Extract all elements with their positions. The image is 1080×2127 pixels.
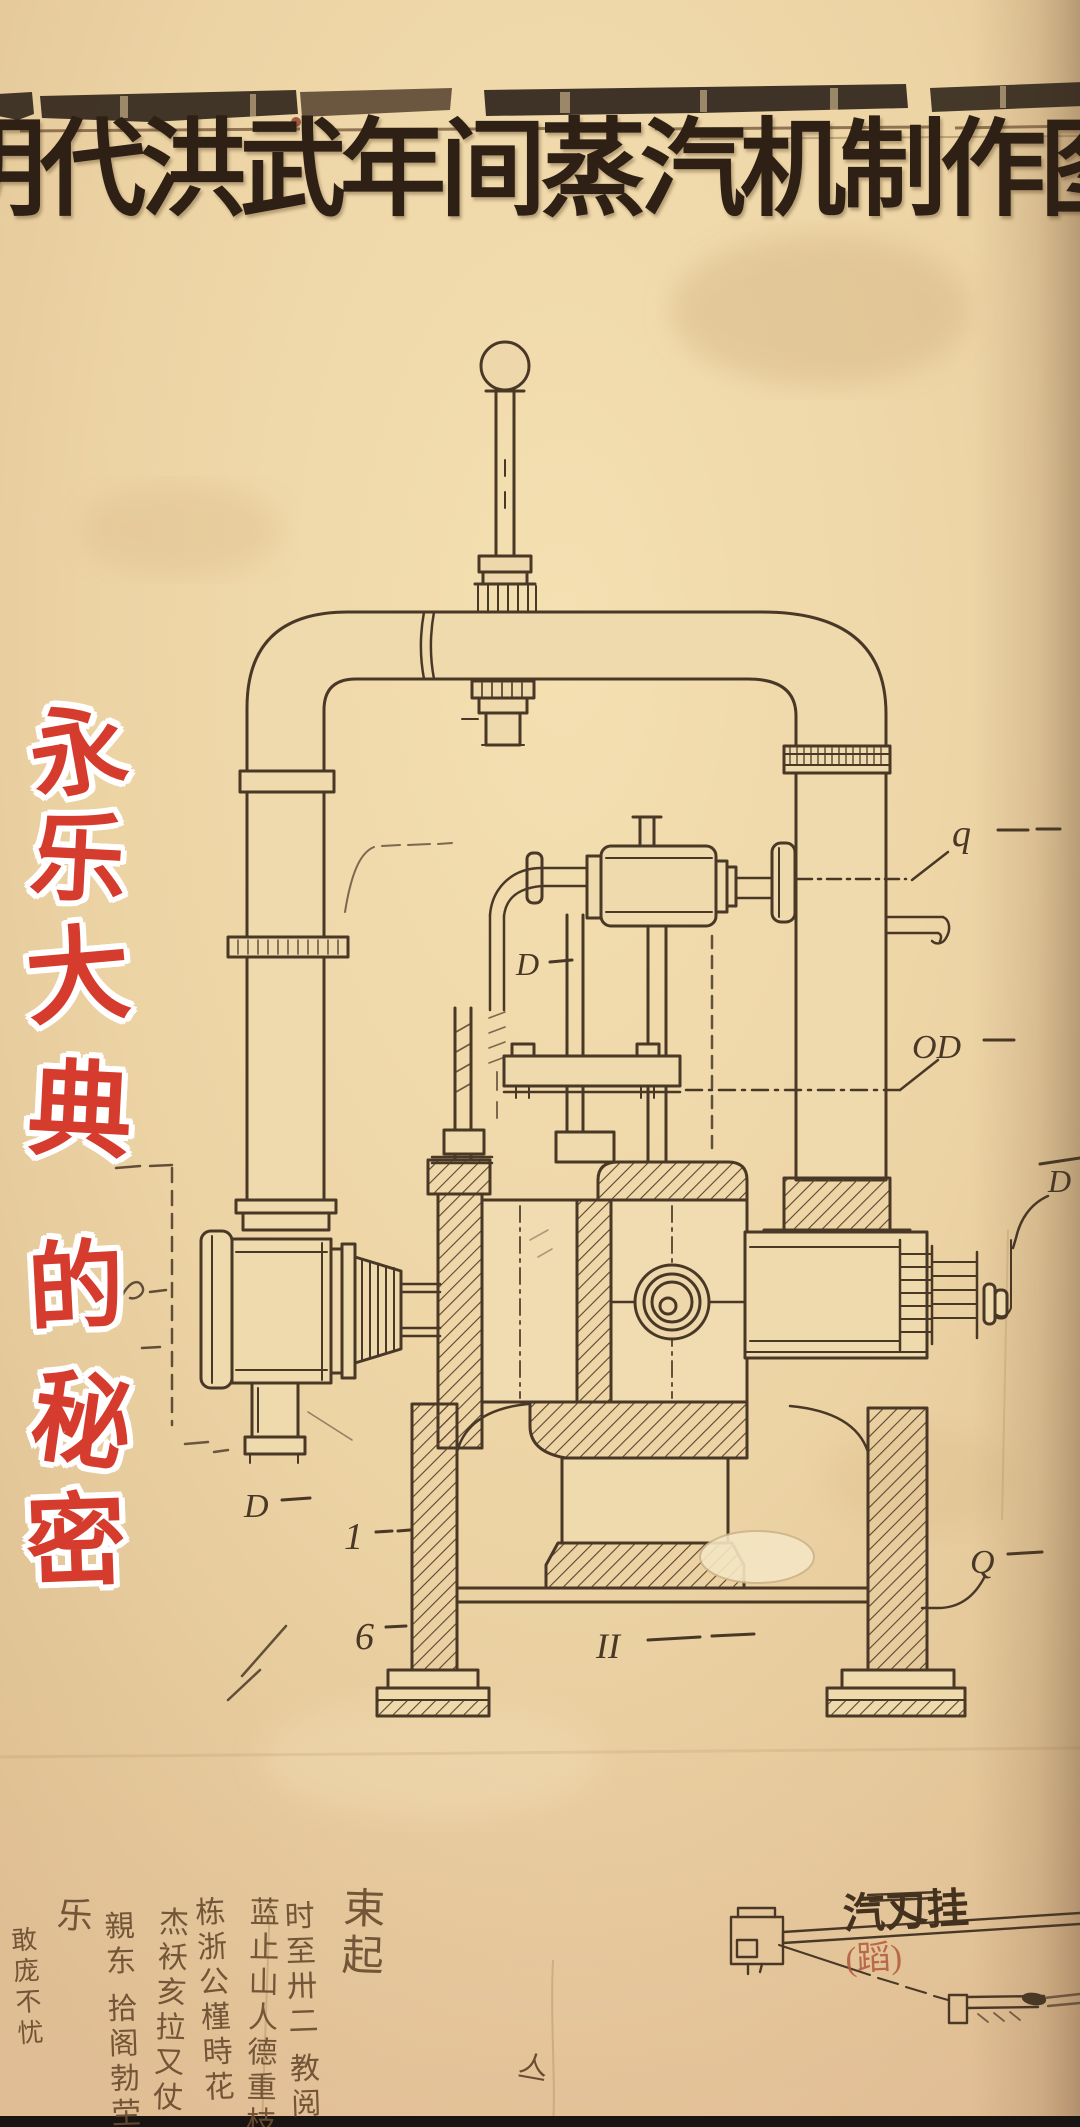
left-leader-lines xyxy=(114,1163,288,1702)
label-ii: II xyxy=(595,1626,622,1666)
label-d-edge: D xyxy=(1047,1163,1071,1199)
block-base xyxy=(528,1400,749,1460)
overlay-char-1: 永 xyxy=(21,691,135,814)
handwriting-column: 親东 拾阁勃茔 xyxy=(99,1909,140,2127)
label-q-lower: Q xyxy=(970,1544,995,1581)
cylinder-block xyxy=(426,1006,749,1460)
valve-stem-fitting xyxy=(461,679,536,747)
left-cylinder-assembly xyxy=(183,1229,442,1464)
handwriting-column: 束起 xyxy=(334,1885,384,1981)
leader-line xyxy=(1011,1194,1050,1250)
label-dashes xyxy=(280,827,1062,1642)
sketch-caption-note: (蹈) xyxy=(844,1938,903,1979)
label-1: 1 xyxy=(344,1516,363,1558)
overlay-char-3: 大 xyxy=(21,914,135,1040)
handwriting-column: 时至卅二 教阅 xyxy=(279,1899,320,2123)
steam-engine-diagram xyxy=(114,340,1080,2025)
diagram-labels: q OD D D D 1 6 II Q xyxy=(243,813,1071,1666)
torn-tape-strip xyxy=(0,82,1080,140)
label-od: OD xyxy=(912,1029,962,1066)
sketch-caption: 汽刄挂 (蹈) xyxy=(819,1846,972,1980)
piston-rods-and-plate xyxy=(502,913,940,1164)
label-d-lower-left: D xyxy=(243,1488,269,1525)
overlay-char-4: 典 xyxy=(25,1051,135,1173)
right-cylinder xyxy=(743,1156,1080,1360)
pedestal xyxy=(544,1456,746,1590)
ball-handle xyxy=(473,340,537,613)
handwriting-column: 杰袄亥拉又仗 xyxy=(147,1905,188,2117)
spar-sketch xyxy=(729,1890,1080,2025)
label-q-upper: q xyxy=(952,813,971,855)
frame-legs xyxy=(375,1402,967,1718)
main-steam-pipe xyxy=(226,610,888,1232)
label-6: 6 xyxy=(355,1616,374,1658)
block-top-cap xyxy=(596,1160,749,1202)
crossbar xyxy=(455,1586,870,1604)
red-ink-dot xyxy=(291,117,301,127)
handwriting-column: 乐 xyxy=(50,1894,94,1939)
paper-blot xyxy=(699,1530,815,1584)
video-title: 明代洪武年间蒸汽机制作图 xyxy=(0,112,1080,229)
overlay-char-6: 秘 xyxy=(24,1359,140,1485)
handwriting-column: 蓝止山人德重枝 xyxy=(240,1895,279,2127)
shaft-knob xyxy=(982,1282,997,1326)
pipe-flange-lower xyxy=(226,935,350,959)
overlay-char-5: 的 xyxy=(25,1231,127,1344)
pipe-flange-upper xyxy=(238,769,336,794)
pipe-seam xyxy=(419,610,436,681)
valve-chest xyxy=(585,815,797,928)
sketch-caption-text: 汽刄挂 xyxy=(841,1886,971,1939)
handwriting-mark: 亼 xyxy=(515,2049,551,2088)
overlay-char-2: 乐 xyxy=(27,803,129,916)
small-steam-pipe xyxy=(488,851,600,1119)
bottom-letterbox-bar xyxy=(0,2116,1080,2127)
label-d-pipe: D xyxy=(515,946,539,982)
overlay-char-7: 密 xyxy=(24,1484,128,1600)
caption-underline xyxy=(866,1890,942,1903)
hidden-linkage-hint xyxy=(344,842,453,913)
shaft-boss xyxy=(633,1263,711,1341)
